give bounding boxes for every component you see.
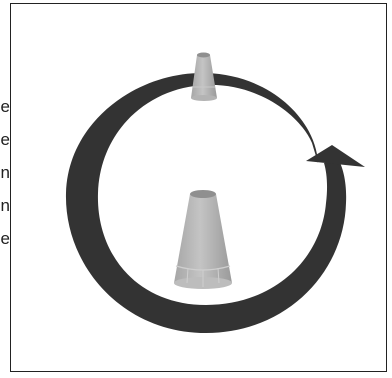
- caption-letter: n: [0, 196, 10, 215]
- large-cone-icon: [174, 190, 232, 289]
- small-cone-icon: [191, 52, 217, 101]
- caption-letter: e: [0, 97, 10, 116]
- circular-arrow-head: [306, 145, 365, 167]
- caption-letter: e: [0, 130, 10, 149]
- rotation-illustration: [65, 52, 365, 334]
- caption-letter: e: [0, 229, 10, 248]
- cropped-caption-letters: e e n n e: [0, 0, 10, 378]
- caption-letter: n: [0, 163, 10, 182]
